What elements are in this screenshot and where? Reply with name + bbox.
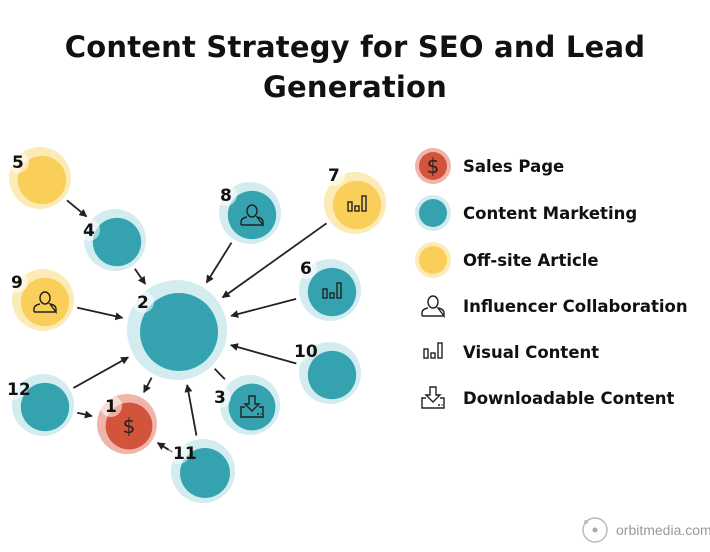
node-core [307, 267, 357, 317]
person-icon [240, 204, 264, 228]
legend-swatch [415, 288, 451, 324]
bar-chart-icon [423, 342, 443, 359]
brand-text: orbitmedia.com [616, 522, 710, 538]
node-3: 3 [209, 375, 280, 435]
edge-6-to-2 [230, 297, 297, 318]
svg-text:$: $ [427, 154, 440, 178]
edge-8-to-2 [205, 242, 233, 284]
legend-swatch: $ [415, 148, 451, 184]
node-core [332, 180, 382, 230]
legend-label: Sales Page [463, 156, 565, 176]
node-number: 8 [220, 186, 232, 206]
node-number: 10 [294, 342, 318, 362]
download-icon [240, 395, 264, 418]
edge-5-to-4 [66, 199, 88, 218]
footer-brand: orbitmedia.com [580, 515, 710, 545]
node-number: 6 [300, 259, 312, 279]
person-icon [421, 295, 445, 319]
node-4: 4 [78, 209, 146, 271]
node-core [20, 277, 70, 327]
legend-item-off-site-article: Off-site Article [415, 242, 599, 278]
legend-label: Visual Content [463, 342, 600, 362]
node-2: 2 [127, 280, 227, 380]
node-5: 5 [7, 147, 71, 209]
legend-label: Downloadable Content [463, 388, 675, 408]
node-number: 2 [137, 293, 149, 313]
legend-item-influencer-collaboration: Influencer Collaboration [415, 288, 688, 324]
edge-12-to-1 [76, 410, 93, 419]
edge-9-to-2 [76, 306, 124, 321]
node-number: 4 [83, 221, 95, 241]
edge-7-to-2 [221, 222, 328, 299]
node-number: 7 [328, 166, 340, 186]
node-11: 11 [168, 439, 235, 503]
node-12: 12 [2, 374, 74, 436]
edge-12-to-2 [73, 356, 130, 389]
node-8: 8 [215, 182, 281, 244]
edge-10-to-2 [229, 343, 297, 365]
edge-4-to-2 [134, 268, 146, 285]
legend-item-visual-content: Visual Content [415, 334, 599, 370]
node-number: 11 [173, 444, 197, 464]
node-core [140, 293, 218, 371]
legend-item-content-marketing: Content Marketing [415, 195, 637, 231]
legend-swatch [415, 195, 451, 231]
node-number: 3 [214, 388, 226, 408]
edge-2-to-1 [143, 377, 153, 394]
edge-2-to-3 [214, 368, 226, 380]
node-7: 7 [323, 164, 386, 234]
title-line-1: Content Strategy for SEO and Lead [64, 30, 646, 64]
node-core [180, 448, 230, 498]
legend-item-sales-page: $ Sales Page [415, 148, 564, 184]
legend-swatch [415, 334, 451, 370]
node-core [307, 350, 357, 400]
legend-label: Off-site Article [463, 250, 599, 270]
download-icon [421, 386, 445, 409]
node-number: 1 [105, 397, 117, 417]
orbit-logo-icon [582, 517, 608, 543]
dollar-icon: $ [427, 154, 440, 178]
node-10: 10 [289, 340, 361, 404]
node-6: 6 [295, 257, 361, 321]
node-9: 9 [6, 269, 74, 331]
node-core [20, 382, 70, 432]
legend-swatch [415, 380, 451, 416]
legend-label: Content Marketing [463, 203, 638, 223]
node-core [92, 217, 142, 267]
node-core [227, 190, 277, 240]
edge-11-to-2 [184, 384, 198, 436]
bar-chart-icon [347, 195, 367, 212]
node-number: 9 [11, 273, 23, 293]
node-1: 1$ [97, 394, 157, 454]
dollar-icon: $ [123, 414, 136, 438]
bar-chart-icon [322, 282, 342, 299]
node-number: 5 [12, 153, 24, 173]
svg-text:$: $ [123, 414, 136, 438]
person-icon [33, 291, 57, 315]
node-number: 12 [7, 380, 31, 400]
legend-label: Influencer Collaboration [463, 296, 688, 316]
node-core [17, 155, 67, 205]
title-line-2: Generation [262, 70, 448, 104]
node-core [228, 383, 276, 431]
legend-swatch [415, 242, 451, 278]
legend-item-downloadable-content: Downloadable Content [415, 380, 674, 416]
